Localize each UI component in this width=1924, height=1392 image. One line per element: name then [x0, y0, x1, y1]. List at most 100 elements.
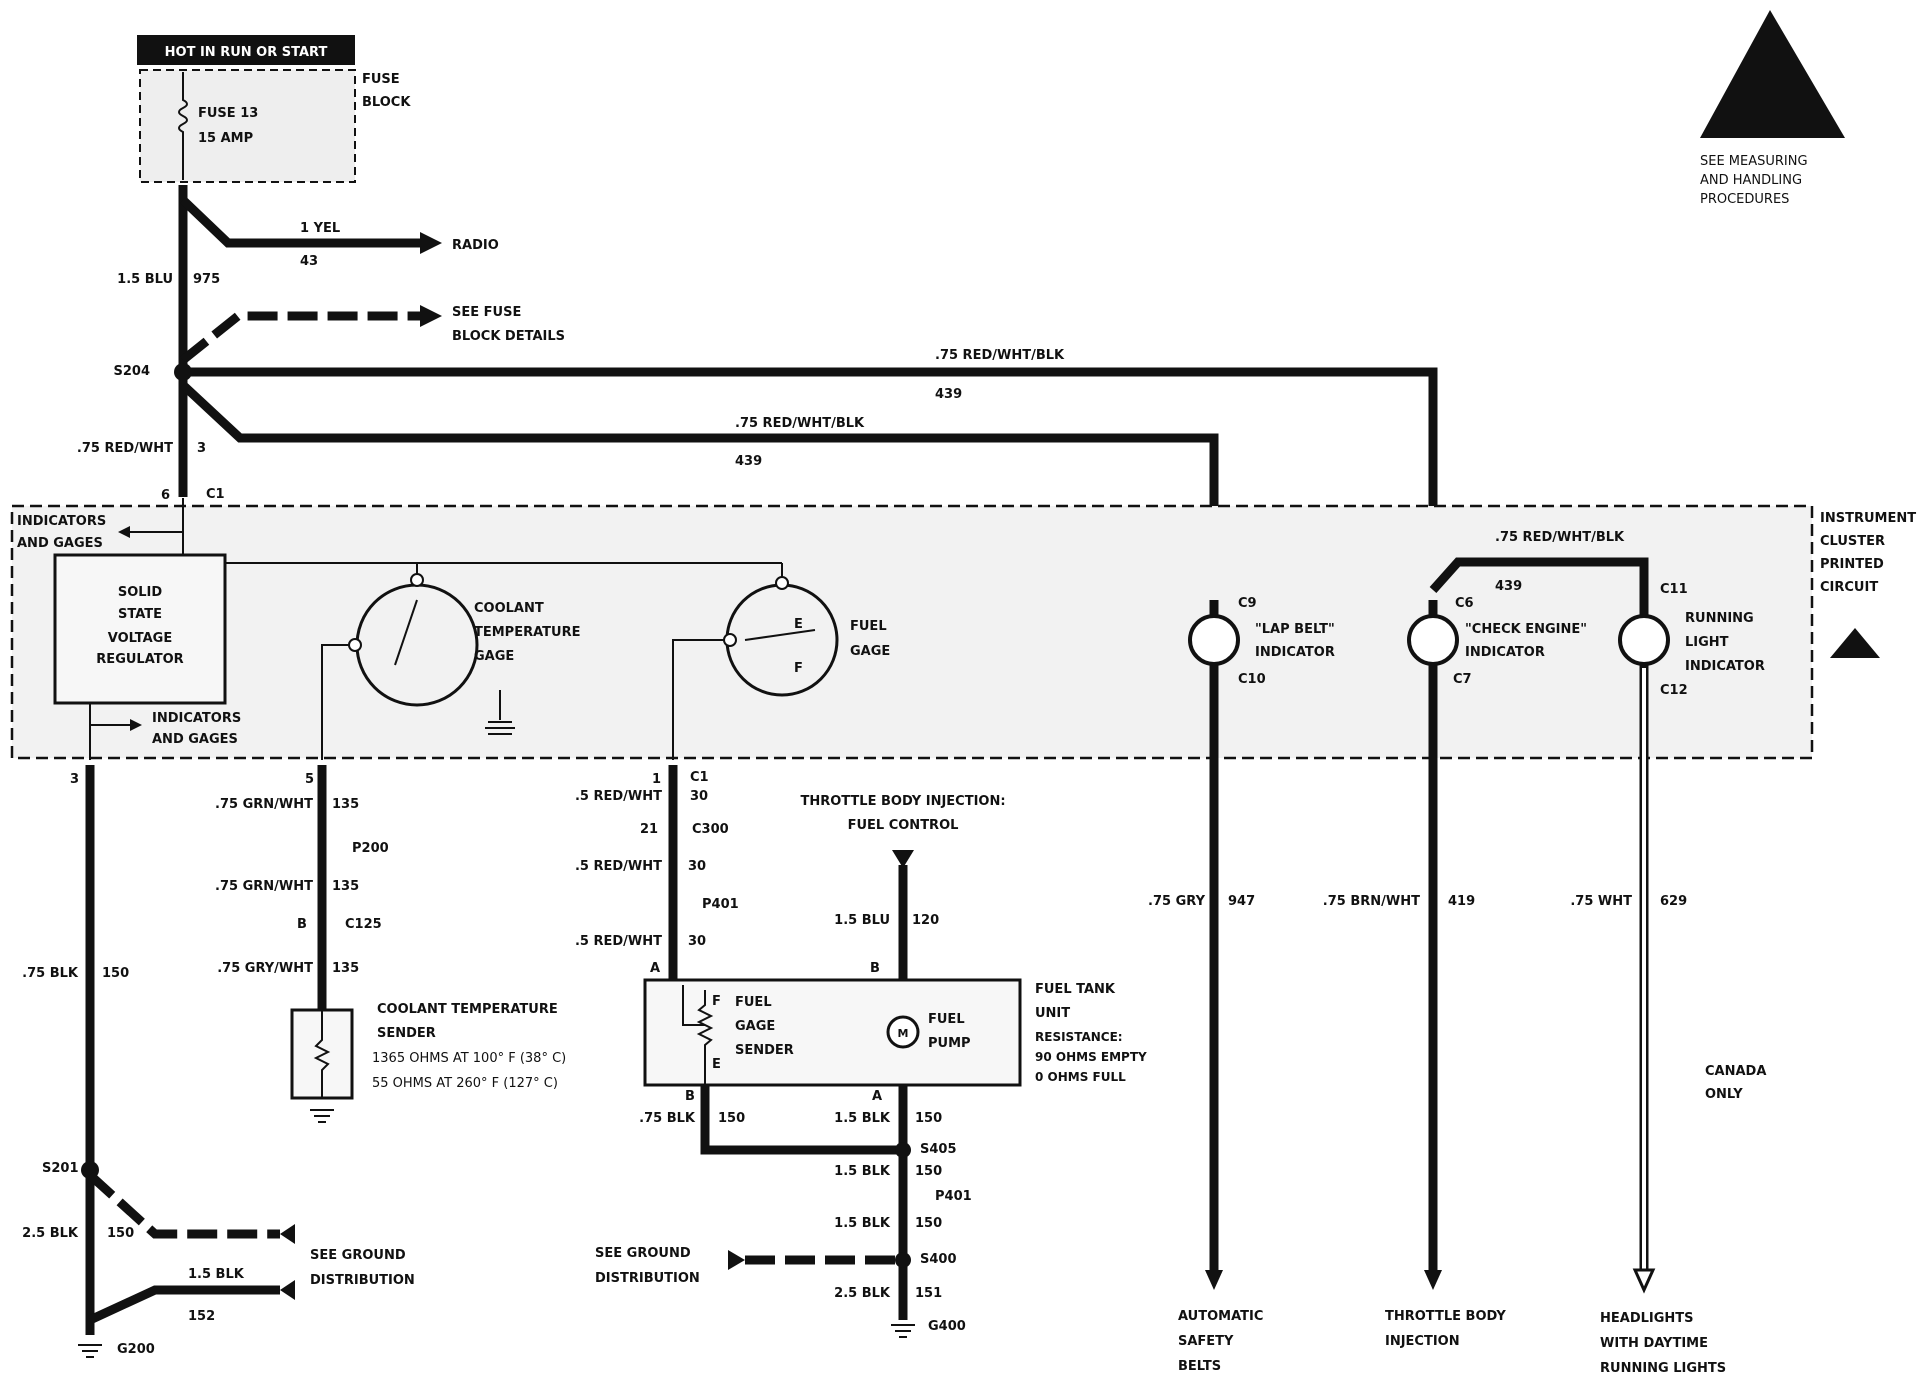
svg-text:.75 BRN/WHT: .75 BRN/WHT — [1323, 894, 1420, 909]
splice-s400 — [895, 1252, 911, 1268]
svg-text:.75 BLK: .75 BLK — [639, 1111, 696, 1126]
fuse-icon — [178, 72, 188, 180]
svg-text:FUEL: FUEL — [735, 995, 772, 1010]
svg-text:1365 OHMS AT 100° F (38° C): 1365 OHMS AT 100° F (38° C) — [372, 1051, 566, 1066]
svg-text:151: 151 — [915, 1286, 942, 1301]
instrument-cluster-box — [10, 504, 1814, 760]
svg-text:AND GAGES: AND GAGES — [152, 732, 238, 747]
svg-text:439: 439 — [735, 454, 762, 469]
svg-text:S405: S405 — [920, 1142, 957, 1157]
svg-text:REGULATOR: REGULATOR — [96, 652, 183, 667]
svg-text:.75 RED/WHT: .75 RED/WHT — [77, 441, 173, 456]
svg-text:RUNNING LIGHTS: RUNNING LIGHTS — [1600, 1361, 1726, 1376]
svg-text:P200: P200 — [352, 841, 389, 856]
hot-label: HOT IN RUN OR START — [165, 45, 328, 60]
svg-text:FUEL: FUEL — [928, 1012, 965, 1027]
ground-sender-icon — [310, 1109, 334, 1123]
svg-text:55 OHMS AT 260° F (127° C): 55 OHMS AT 260° F (127° C) — [372, 1076, 558, 1091]
svg-text:B: B — [685, 1089, 695, 1104]
svg-text:INDICATOR: INDICATOR — [1465, 645, 1545, 660]
running-light-lamp-icon — [1618, 614, 1670, 666]
svg-text:1 YEL: 1 YEL — [300, 221, 340, 236]
check-engine-arrow-icon — [1424, 1270, 1442, 1290]
svg-text:LIGHT: LIGHT — [1685, 635, 1729, 650]
svg-text:PROCEDURES: PROCEDURES — [1700, 192, 1789, 207]
svg-text:DISTRIBUTION: DISTRIBUTION — [595, 1271, 700, 1286]
svg-text:"CHECK ENGINE": "CHECK ENGINE" — [1465, 622, 1587, 637]
svg-text:2.5 BLK: 2.5 BLK — [22, 1226, 79, 1241]
svg-text:SENDER: SENDER — [735, 1043, 794, 1058]
svg-text:A: A — [872, 1089, 882, 1104]
svg-text:M: M — [898, 1027, 909, 1040]
svg-text:F: F — [794, 661, 803, 676]
fuel-sender-resistor-icon — [682, 985, 714, 1085]
svg-text:150: 150 — [107, 1226, 134, 1241]
svg-text:C12: C12 — [1660, 683, 1688, 698]
svg-text:INDICATORS: INDICATORS — [152, 711, 241, 726]
svg-text:439: 439 — [1495, 579, 1522, 594]
svg-text:GAGE: GAGE — [735, 1019, 775, 1034]
svg-text:5: 5 — [305, 772, 314, 787]
svg-text:.75 BLK: .75 BLK — [22, 966, 79, 981]
svg-text:C9: C9 — [1238, 596, 1257, 611]
svg-text:AND GAGES: AND GAGES — [17, 536, 103, 551]
fuse-details-arrow-icon — [420, 305, 442, 327]
svg-text:947: 947 — [1228, 894, 1255, 909]
svg-text:21: 21 — [640, 822, 658, 837]
lap-belt-arrow-icon — [1205, 1270, 1223, 1290]
svg-text:INDICATOR: INDICATOR — [1685, 659, 1765, 674]
svg-text:B: B — [870, 961, 880, 976]
esd-note: SEE MEASURING — [1700, 154, 1808, 169]
svg-text:SAFETY: SAFETY — [1178, 1334, 1234, 1349]
fuel-gage-label: FUEL — [850, 619, 887, 634]
svg-text:152: 152 — [188, 1309, 215, 1324]
lap-belt-lamp-icon — [1188, 614, 1240, 666]
svg-text:1.5 BLK: 1.5 BLK — [834, 1164, 891, 1179]
svg-text:PRINTED: PRINTED — [1820, 557, 1884, 572]
svg-text:SEE FUSE: SEE FUSE — [452, 305, 521, 320]
svg-text:S400: S400 — [920, 1252, 957, 1267]
svg-text:FUEL TANK: FUEL TANK — [1035, 982, 1116, 997]
ground-g200-icon — [78, 1344, 102, 1358]
svg-text:150: 150 — [915, 1111, 942, 1126]
svg-text:.75 RED/WHT/BLK: .75 RED/WHT/BLK — [735, 416, 865, 431]
svg-text:G400: G400 — [928, 1319, 966, 1334]
svg-text:E: E — [712, 1057, 721, 1072]
svg-text:CIRCUIT: CIRCUIT — [1820, 580, 1878, 595]
svg-text:0 OHMS FULL: 0 OHMS FULL — [1035, 1070, 1126, 1084]
svg-text:135: 135 — [332, 961, 359, 976]
svg-text:SEE GROUND: SEE GROUND — [595, 1246, 691, 1261]
svg-text:C300: C300 — [692, 822, 729, 837]
coolant-gage-label: COOLANT — [474, 601, 544, 616]
svg-text:C125: C125 — [345, 917, 382, 932]
svg-text:A: A — [650, 961, 660, 976]
svg-text:"LAP BELT": "LAP BELT" — [1255, 622, 1335, 637]
svg-text:F: F — [712, 994, 721, 1009]
esd-warning-icon — [1700, 10, 1845, 138]
svg-text:1.5 BLU: 1.5 BLU — [834, 913, 890, 928]
svg-text:975: 975 — [193, 272, 220, 287]
ground-g400-icon — [891, 1324, 915, 1338]
svg-text:BELTS: BELTS — [1178, 1359, 1221, 1374]
svg-text:VOLTAGE: VOLTAGE — [108, 631, 173, 646]
svg-text:SOLID: SOLID — [118, 585, 163, 600]
svg-text:RUNNING: RUNNING — [1685, 611, 1754, 626]
fuse-details-wire — [180, 311, 420, 364]
svg-text:30: 30 — [690, 789, 708, 804]
svg-text:90 OHMS EMPTY: 90 OHMS EMPTY — [1035, 1050, 1147, 1064]
svg-text:150: 150 — [102, 966, 129, 981]
svg-text:THROTTLE BODY INJECTION:: THROTTLE BODY INJECTION: — [800, 794, 1005, 809]
svg-text:HEADLIGHTS: HEADLIGHTS — [1600, 1311, 1694, 1326]
svg-text:G200: G200 — [117, 1342, 155, 1357]
check-engine-lamp-icon — [1407, 614, 1459, 666]
fuel-tank-unit — [643, 978, 1022, 1087]
svg-text:COOLANT TEMPERATURE: COOLANT TEMPERATURE — [377, 1002, 558, 1017]
svg-text:SEE GROUND: SEE GROUND — [310, 1248, 406, 1263]
svg-text:TEMPERATURE: TEMPERATURE — [474, 625, 580, 640]
svg-text:1: 1 — [652, 772, 661, 787]
svg-text:B: B — [297, 917, 307, 932]
svg-text:135: 135 — [332, 879, 359, 894]
svg-text:.75 RED/WHT/BLK: .75 RED/WHT/BLK — [1495, 530, 1625, 545]
svg-text:.75 GRY: .75 GRY — [1148, 894, 1206, 909]
esd-small-icon — [1830, 628, 1880, 658]
